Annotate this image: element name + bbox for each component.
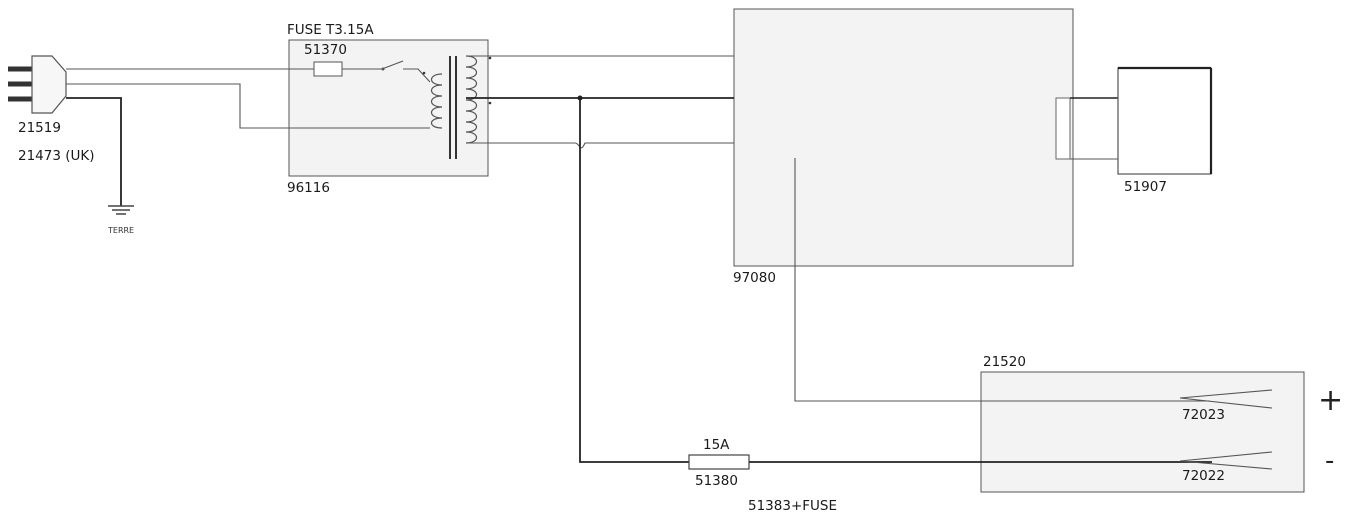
connector-icon [1055,66,1213,175]
negative-wire [579,98,689,463]
terminal-block-box [980,371,1305,493]
plug-part-label: 21519 [18,120,61,136]
switch-icon [342,60,431,83]
inline-fuse-icon [688,454,750,470]
ground-icon [108,205,134,215]
transformer-fuse-part-label: 51370 [304,42,347,58]
connector-part-label: 51907 [1124,179,1167,195]
negative-terminal-part-label: 72022 [1182,468,1225,484]
inline-fuse-part-label: 51380 [695,473,738,489]
transformer-box [288,39,489,177]
positive-sign: + [1318,383,1344,418]
plug-icon [8,55,67,114]
secondary-wire-bottom [466,142,734,149]
main-unit-part-label: 97080 [733,270,776,286]
inline-fuse-rating-label: 15A [703,437,730,453]
positive-wire [794,158,1210,402]
earth-wire [66,97,122,206]
terminal-block-part-label: 21520 [983,354,1026,370]
plug-uk-part-label: 21473 (UK) [18,148,95,164]
ground-label: TERRE [108,226,135,235]
transformer-part-label: 96116 [287,180,330,196]
positive-terminal-icon [1179,389,1273,409]
negative-sign: - [1325,446,1335,476]
inline-fuse-assembly-label: 51383+FUSE [748,498,838,514]
transformer-fuse-title: FUSE T3.15A [287,22,374,38]
transformer-fuse-icon [313,61,343,77]
positive-terminal-part-label: 72023 [1182,407,1225,423]
transformer-icon [422,55,492,159]
negative-terminal-icon [1179,451,1273,470]
main-unit-box [733,8,1074,267]
neutral-wire [66,83,430,129]
